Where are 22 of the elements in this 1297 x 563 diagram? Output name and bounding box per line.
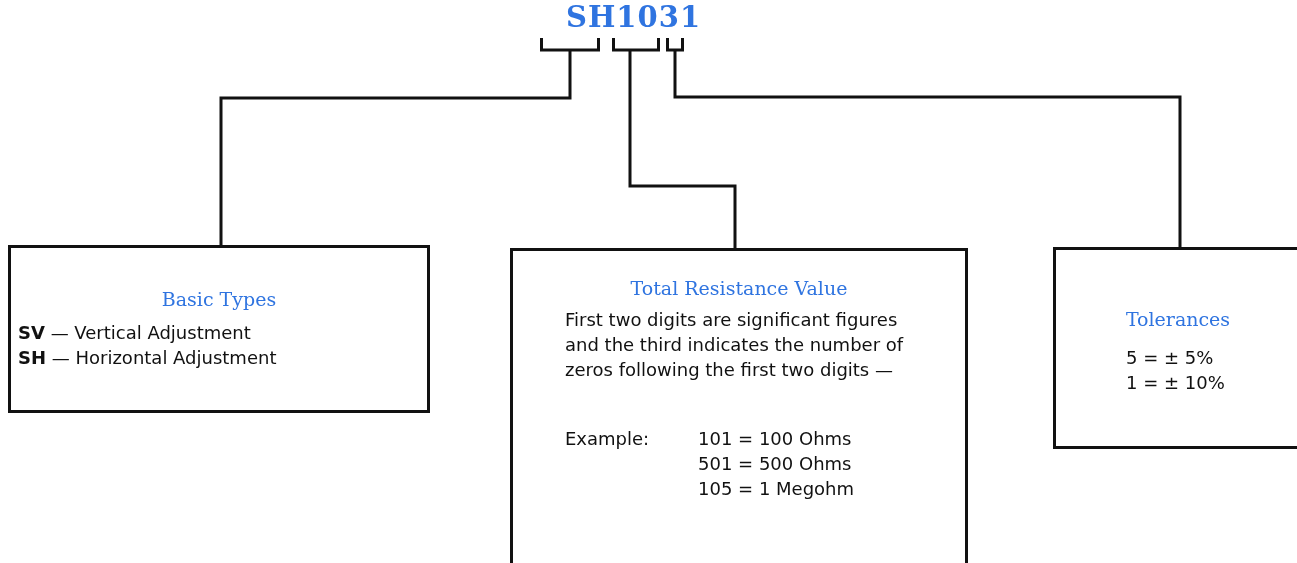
example-label: Example:	[565, 427, 650, 451]
bracket-mark	[666, 38, 684, 52]
box-heading: Basic Types	[160, 288, 278, 310]
info-box	[1053, 247, 1297, 449]
info-box	[8, 245, 430, 413]
example-value: 501 = 500 Ohms	[698, 452, 852, 476]
box-heading: Total Resistance Value	[629, 277, 849, 299]
leader-line	[219, 52, 572, 245]
example-value: 101 = 100 Ohms	[698, 427, 852, 451]
box-heading: Tolerances	[1124, 308, 1232, 330]
leader-line	[628, 52, 737, 248]
part-number: SH1031	[566, 0, 702, 34]
tolerance-entry: 5 = ± 5%	[1126, 346, 1214, 370]
type-entry: SV — Vertical Adjustment	[18, 321, 251, 345]
bracket-mark	[612, 38, 660, 52]
description-text: First two digits are significant figures and the third indicates the number of zeros following the first two digits —	[565, 308, 905, 382]
info-box	[510, 248, 968, 563]
bracket-mark	[540, 38, 600, 52]
type-entry: SH — Horizontal Adjustment	[18, 346, 277, 370]
example-value: 105 = 1 Megohm	[698, 477, 855, 501]
tolerance-entry: 1 = ± 10%	[1126, 371, 1225, 395]
leader-line	[673, 52, 1182, 247]
